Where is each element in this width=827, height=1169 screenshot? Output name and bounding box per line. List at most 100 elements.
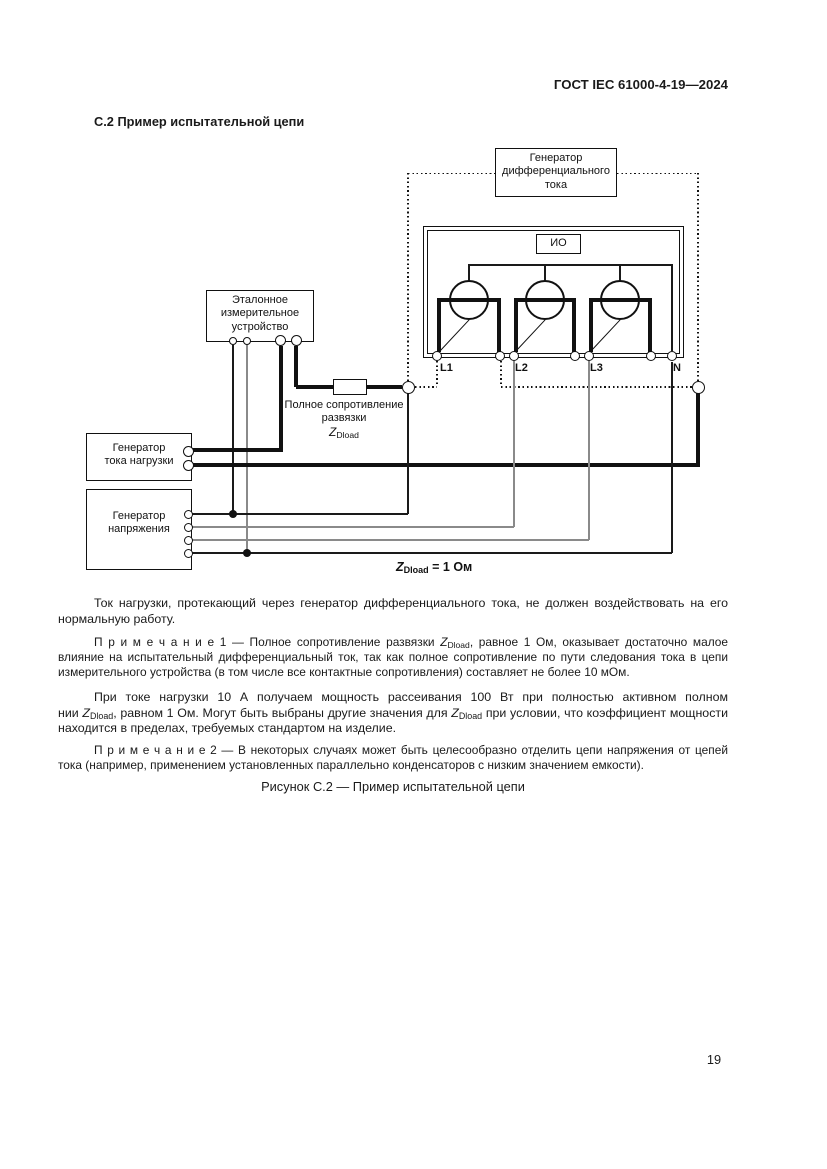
- standard-designation: ГОСТ IEC 61000-4-19—2024: [553, 77, 728, 92]
- wire-voltage-l1-riser: [407, 393, 409, 514]
- junction-dot-n-meas: [243, 549, 251, 557]
- box-differential-current-generator: Генератор дифференциального тока: [495, 148, 617, 197]
- box-voltage-generator: Генератор напряжения: [86, 489, 192, 570]
- wire-current-return-vertical: [696, 392, 700, 467]
- paragraph: Ток нагрузки, протекающий через генерато…: [58, 596, 728, 627]
- wire-primary-bar-l1: [437, 297, 501, 303]
- wire-meas-terminal1-down: [232, 345, 234, 515]
- wire-loop-l2-left: [514, 300, 518, 352]
- terminal-l1-left: [432, 351, 442, 361]
- wire-voltage-l2-riser: [513, 361, 515, 527]
- wire-bus-drop-neutral: [671, 264, 673, 352]
- dotted-l1-left-drop: [436, 361, 438, 387]
- terminal-l3-left: [584, 351, 594, 361]
- loadgen-terminal-2: [182, 459, 194, 471]
- dotted-diffgen-right-vertical: [697, 172, 699, 382]
- terminal-l2-right: [570, 351, 580, 361]
- text-line: тока (например, применением установленны…: [58, 758, 644, 773]
- meas-label-line2: измерительное: [220, 307, 300, 320]
- page-number: 19: [706, 1052, 722, 1067]
- paragraph: При токе нагрузки 10 А получаем мощность…: [58, 690, 728, 737]
- wire-voltage-n-riser: [671, 362, 673, 553]
- text-line: находится в пределах, требуемых стандарт…: [58, 721, 397, 736]
- wire-bus-drop-3: [619, 264, 621, 282]
- meas-terminal-current-in: [274, 334, 286, 346]
- meas-terminal-voltage-2: [243, 337, 251, 345]
- wire-bus-drop-1: [468, 264, 470, 282]
- dotted-diffgen-left-vertical: [407, 172, 409, 382]
- decoupling-impedance-label: Полное сопротивление развязки ZDload: [262, 399, 426, 442]
- wire-bus-drop-2: [544, 264, 546, 282]
- voltgen-terminal-l1: [183, 509, 193, 519]
- wire-voltage-n: [192, 552, 672, 554]
- wire-meas-to-resistor-horizontal: [296, 385, 333, 389]
- resistor-decoupling-impedance: [333, 379, 367, 395]
- wire-resistor-to-node: [367, 385, 402, 389]
- impedance-value-label: ZDload = 1 Ом: [396, 560, 473, 575]
- section-heading: С.2 Пример испытательной цепи: [94, 114, 305, 129]
- wire-loop-l1-right: [496, 300, 501, 352]
- text-line: П р и м е ч а н и е 2 — В некоторых случ…: [94, 743, 728, 757]
- terminal-l3-right: [646, 351, 656, 361]
- figure-caption: Рисунок С.2 — Пример испытательной цепи: [261, 779, 525, 794]
- wire-primary-bar-l2: [514, 297, 576, 303]
- text-line: П р и м е ч а н и е 1 — Полное сопротивл…: [94, 635, 728, 650]
- meas-label-line3: устройство: [231, 320, 289, 333]
- voltgen-terminal-l3: [183, 535, 193, 545]
- terminal-label-l1: L1: [440, 362, 453, 374]
- voltgen-label-line1: Генератор: [112, 510, 166, 522]
- node-diffgen-left: [401, 380, 415, 394]
- terminal-l2-left: [509, 351, 519, 361]
- wire-current-return-horizontal: [193, 463, 698, 467]
- decoupling-label-line1: Полное сопротивление: [284, 399, 404, 411]
- terminal-label-n: N: [673, 362, 681, 374]
- voltgen-label-line2: напряжения: [108, 523, 170, 536]
- wire-meas-to-resistor-vertical: [294, 346, 298, 387]
- paragraph: П р и м е ч а н и е 2 — В некоторых случ…: [58, 743, 728, 773]
- meas-label-line1: Эталонное: [232, 294, 288, 306]
- diffgen-label-line2: дифференциального: [502, 165, 610, 178]
- box-load-current-generator: Генератор тока нагрузки: [86, 433, 192, 481]
- text-line: нормальную работу.: [58, 611, 176, 626]
- meas-terminal-voltage-1: [229, 337, 237, 345]
- wire-primary-bar-l3: [589, 297, 652, 303]
- paragraph: П р и м е ч а н и е 1 — Полное сопротивл…: [58, 635, 728, 681]
- decoupling-label-line2: развязки: [321, 412, 367, 425]
- junction-dot-l1-meas: [229, 510, 237, 518]
- text-line: нии ZDload, равном 1 Ом. Могут быть выбр…: [58, 705, 728, 721]
- diffgen-label-line1: Генератор: [529, 152, 583, 164]
- eut-enclosure-outer: [423, 226, 684, 358]
- box-reference-measuring-device: Эталонное измерительное устройство: [206, 290, 314, 342]
- dotted-diffgen-left-horizontal: [408, 172, 495, 175]
- dotted-return-horizontal: [501, 386, 692, 388]
- wire-meas-to-loadgen-vertical: [279, 346, 283, 449]
- text-line: При токе нагрузки 10 А получаем мощность…: [94, 690, 728, 704]
- box-eut: ИО: [536, 234, 581, 254]
- wire-loop-l3-left: [589, 300, 593, 352]
- wire-meas-to-loadgen-horizontal: [193, 448, 283, 452]
- loadgen-label-line1: Генератор: [112, 442, 166, 454]
- wire-voltage-l1: [192, 513, 408, 515]
- text-line: измерительного устройства (в том числе в…: [58, 665, 630, 680]
- wire-voltage-l3: [192, 539, 589, 541]
- impedance-symbol: ZDload: [329, 424, 359, 440]
- text-line: влияние на испытательный дифференциальны…: [58, 650, 728, 665]
- voltgen-terminal-l2: [183, 522, 193, 532]
- loadgen-terminal-1: [182, 445, 194, 457]
- meas-terminal-current-out: [290, 334, 302, 346]
- eut-label: ИО: [550, 237, 567, 249]
- node-diffgen-right: [691, 380, 705, 394]
- wire-internal-bus: [469, 264, 672, 266]
- wire-loop-l2-right: [571, 300, 576, 352]
- dotted-l1-right-drop: [500, 361, 502, 387]
- terminal-label-l3: L3: [590, 362, 603, 374]
- wire-voltage-l2: [192, 526, 514, 528]
- voltgen-terminal-n: [183, 548, 193, 558]
- diffgen-label-line3: тока: [544, 178, 568, 191]
- wire-loop-l1-left: [437, 300, 441, 352]
- terminal-label-l2: L2: [515, 362, 528, 374]
- terminal-l1-right: [495, 351, 505, 361]
